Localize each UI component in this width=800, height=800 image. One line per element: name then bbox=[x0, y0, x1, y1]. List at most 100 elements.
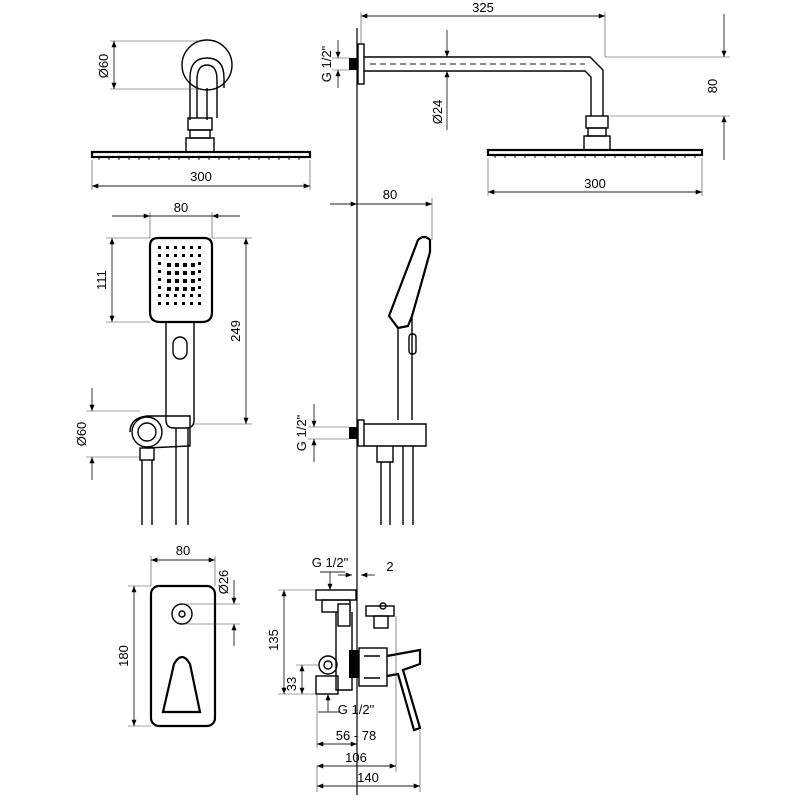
hand-shower-head-length-label: 111 bbox=[94, 270, 109, 290]
valve-inlet-offset-label: 33 bbox=[284, 677, 299, 691]
dim-trim-180: 180 bbox=[116, 585, 151, 727]
dim-tube-24: Ø24 bbox=[430, 30, 450, 130]
spray-nozzle bbox=[166, 246, 169, 249]
spray-nozzle bbox=[167, 279, 171, 283]
spray-nozzle bbox=[198, 286, 201, 289]
spray-nozzle bbox=[183, 271, 187, 275]
spray-nozzle bbox=[198, 270, 201, 273]
spray-nozzle bbox=[190, 246, 193, 249]
trim-width-label: 80 bbox=[176, 543, 190, 558]
knob-diameter-label: Ø26 bbox=[216, 570, 231, 595]
dim-hand-shower-249: 249 bbox=[194, 237, 252, 425]
spray-nozzle bbox=[198, 294, 201, 297]
valve-height-label: 135 bbox=[266, 629, 281, 651]
dim-valve-thread-top: G 1/2" bbox=[312, 555, 349, 590]
spray-nozzle bbox=[167, 287, 171, 291]
hand-shower-depth-label: 80 bbox=[383, 187, 397, 202]
arm-drop-label: 80 bbox=[705, 79, 720, 93]
trim-plate-front-view bbox=[149, 584, 217, 728]
dim-thread-overhead: G 1/2" bbox=[319, 40, 349, 88]
dim-install-56-78: 56 - 78 bbox=[316, 694, 376, 748]
spray-nozzle bbox=[182, 294, 185, 297]
spray-nozzle bbox=[175, 271, 179, 275]
spray-nozzle bbox=[158, 302, 161, 305]
spray-nozzle bbox=[175, 263, 179, 267]
spray-nozzle bbox=[198, 246, 201, 249]
spray-nozzle bbox=[198, 254, 201, 257]
trim-height-label: 180 bbox=[116, 645, 131, 667]
spray-nozzle bbox=[198, 278, 201, 281]
dim-arm-325: 325 bbox=[360, 0, 606, 57]
spray-nozzle bbox=[191, 279, 195, 283]
dim-valve-thread-bottom: G 1/2" bbox=[318, 694, 375, 717]
install-depth-range-label: 56 - 78 bbox=[336, 728, 376, 743]
spray-nozzle bbox=[191, 287, 195, 291]
spray-nozzle bbox=[158, 246, 161, 249]
hand-shower-width-label: 80 bbox=[174, 200, 188, 215]
spray-nozzle bbox=[158, 270, 161, 273]
dim-valve-106: 106 bbox=[317, 616, 397, 772]
spray-nozzle bbox=[183, 287, 187, 291]
spray-nozzle bbox=[174, 294, 177, 297]
dim-overall-140: 140 bbox=[316, 730, 421, 792]
spray-nozzle bbox=[182, 246, 185, 249]
spray-nozzle-grid bbox=[158, 246, 201, 305]
spray-nozzle bbox=[166, 294, 169, 297]
dim-rain-head-300-front: 300 bbox=[91, 160, 311, 190]
rain-head-width-side-label: 300 bbox=[584, 176, 606, 191]
dim-rain-head-300-side: 300 bbox=[487, 158, 703, 196]
outlet-thread-label: G 1/2" bbox=[294, 414, 309, 451]
spray-nozzle bbox=[198, 262, 201, 265]
spray-nozzle bbox=[167, 271, 171, 275]
overhead-arm-side-view bbox=[349, 43, 704, 158]
hand-shower-total-length-label: 249 bbox=[228, 320, 243, 342]
spray-nozzle bbox=[182, 302, 185, 305]
spray-nozzle bbox=[190, 294, 193, 297]
hand-shower-front-view bbox=[129, 236, 214, 525]
dim-trim-80: 80 bbox=[150, 543, 216, 586]
spray-nozzle bbox=[158, 294, 161, 297]
dim-thread-outlet: G 1/2" bbox=[294, 404, 349, 462]
spray-nozzle bbox=[158, 278, 161, 281]
overall-depth-label: 140 bbox=[357, 770, 379, 785]
spray-nozzle bbox=[183, 263, 187, 267]
spray-nozzle bbox=[190, 254, 193, 257]
spray-nozzle bbox=[174, 302, 177, 305]
hand-shower-side-view bbox=[349, 235, 432, 525]
tube-diameter-label: Ø24 bbox=[430, 100, 445, 125]
spray-nozzle bbox=[158, 262, 161, 265]
spray-nozzle bbox=[198, 302, 201, 305]
spray-nozzle bbox=[182, 254, 185, 257]
dim-flange-60-top: Ø60 bbox=[96, 40, 200, 90]
spray-nozzle bbox=[175, 279, 179, 283]
plaster-gap-label: 2 bbox=[386, 559, 393, 574]
spray-nozzle bbox=[158, 286, 161, 289]
spray-nozzle bbox=[166, 302, 169, 305]
dim-knob-26: Ø26 bbox=[182, 570, 240, 646]
dim-outlet-60: Ø60 bbox=[74, 388, 140, 480]
valve-inlet-thread-bottom-label: G 1/2" bbox=[338, 702, 375, 717]
spray-nozzle bbox=[190, 302, 193, 305]
concealed-valve-side-view bbox=[315, 589, 422, 732]
dim-valve-135: 135 bbox=[266, 589, 316, 695]
outlet-diameter-label: Ø60 bbox=[74, 422, 89, 447]
dim-arm-drop-80: 80 bbox=[605, 14, 730, 160]
spray-nozzle bbox=[158, 254, 161, 257]
spray-nozzle bbox=[175, 287, 179, 291]
spray-nozzle bbox=[167, 263, 171, 267]
rain-head-front-view bbox=[90, 39, 312, 160]
spray-nozzle bbox=[183, 279, 187, 283]
spray-nozzle bbox=[174, 254, 177, 257]
spray-nozzle bbox=[191, 271, 195, 275]
dim-gap-2: 2 bbox=[338, 559, 394, 578]
flange-diameter-label: Ø60 bbox=[96, 54, 111, 79]
dim-hand-shower-80: 80 bbox=[112, 200, 240, 238]
dim-valve-33: 33 bbox=[284, 664, 319, 694]
rain-head-width-front-label: 300 bbox=[190, 169, 212, 184]
valve-inlet-thread-top-label: G 1/2" bbox=[312, 555, 349, 570]
dim-depth-80: 80 bbox=[330, 187, 433, 240]
valve-depth-label: 106 bbox=[345, 750, 367, 765]
spray-nozzle bbox=[174, 246, 177, 249]
arm-length-label: 325 bbox=[472, 0, 494, 15]
